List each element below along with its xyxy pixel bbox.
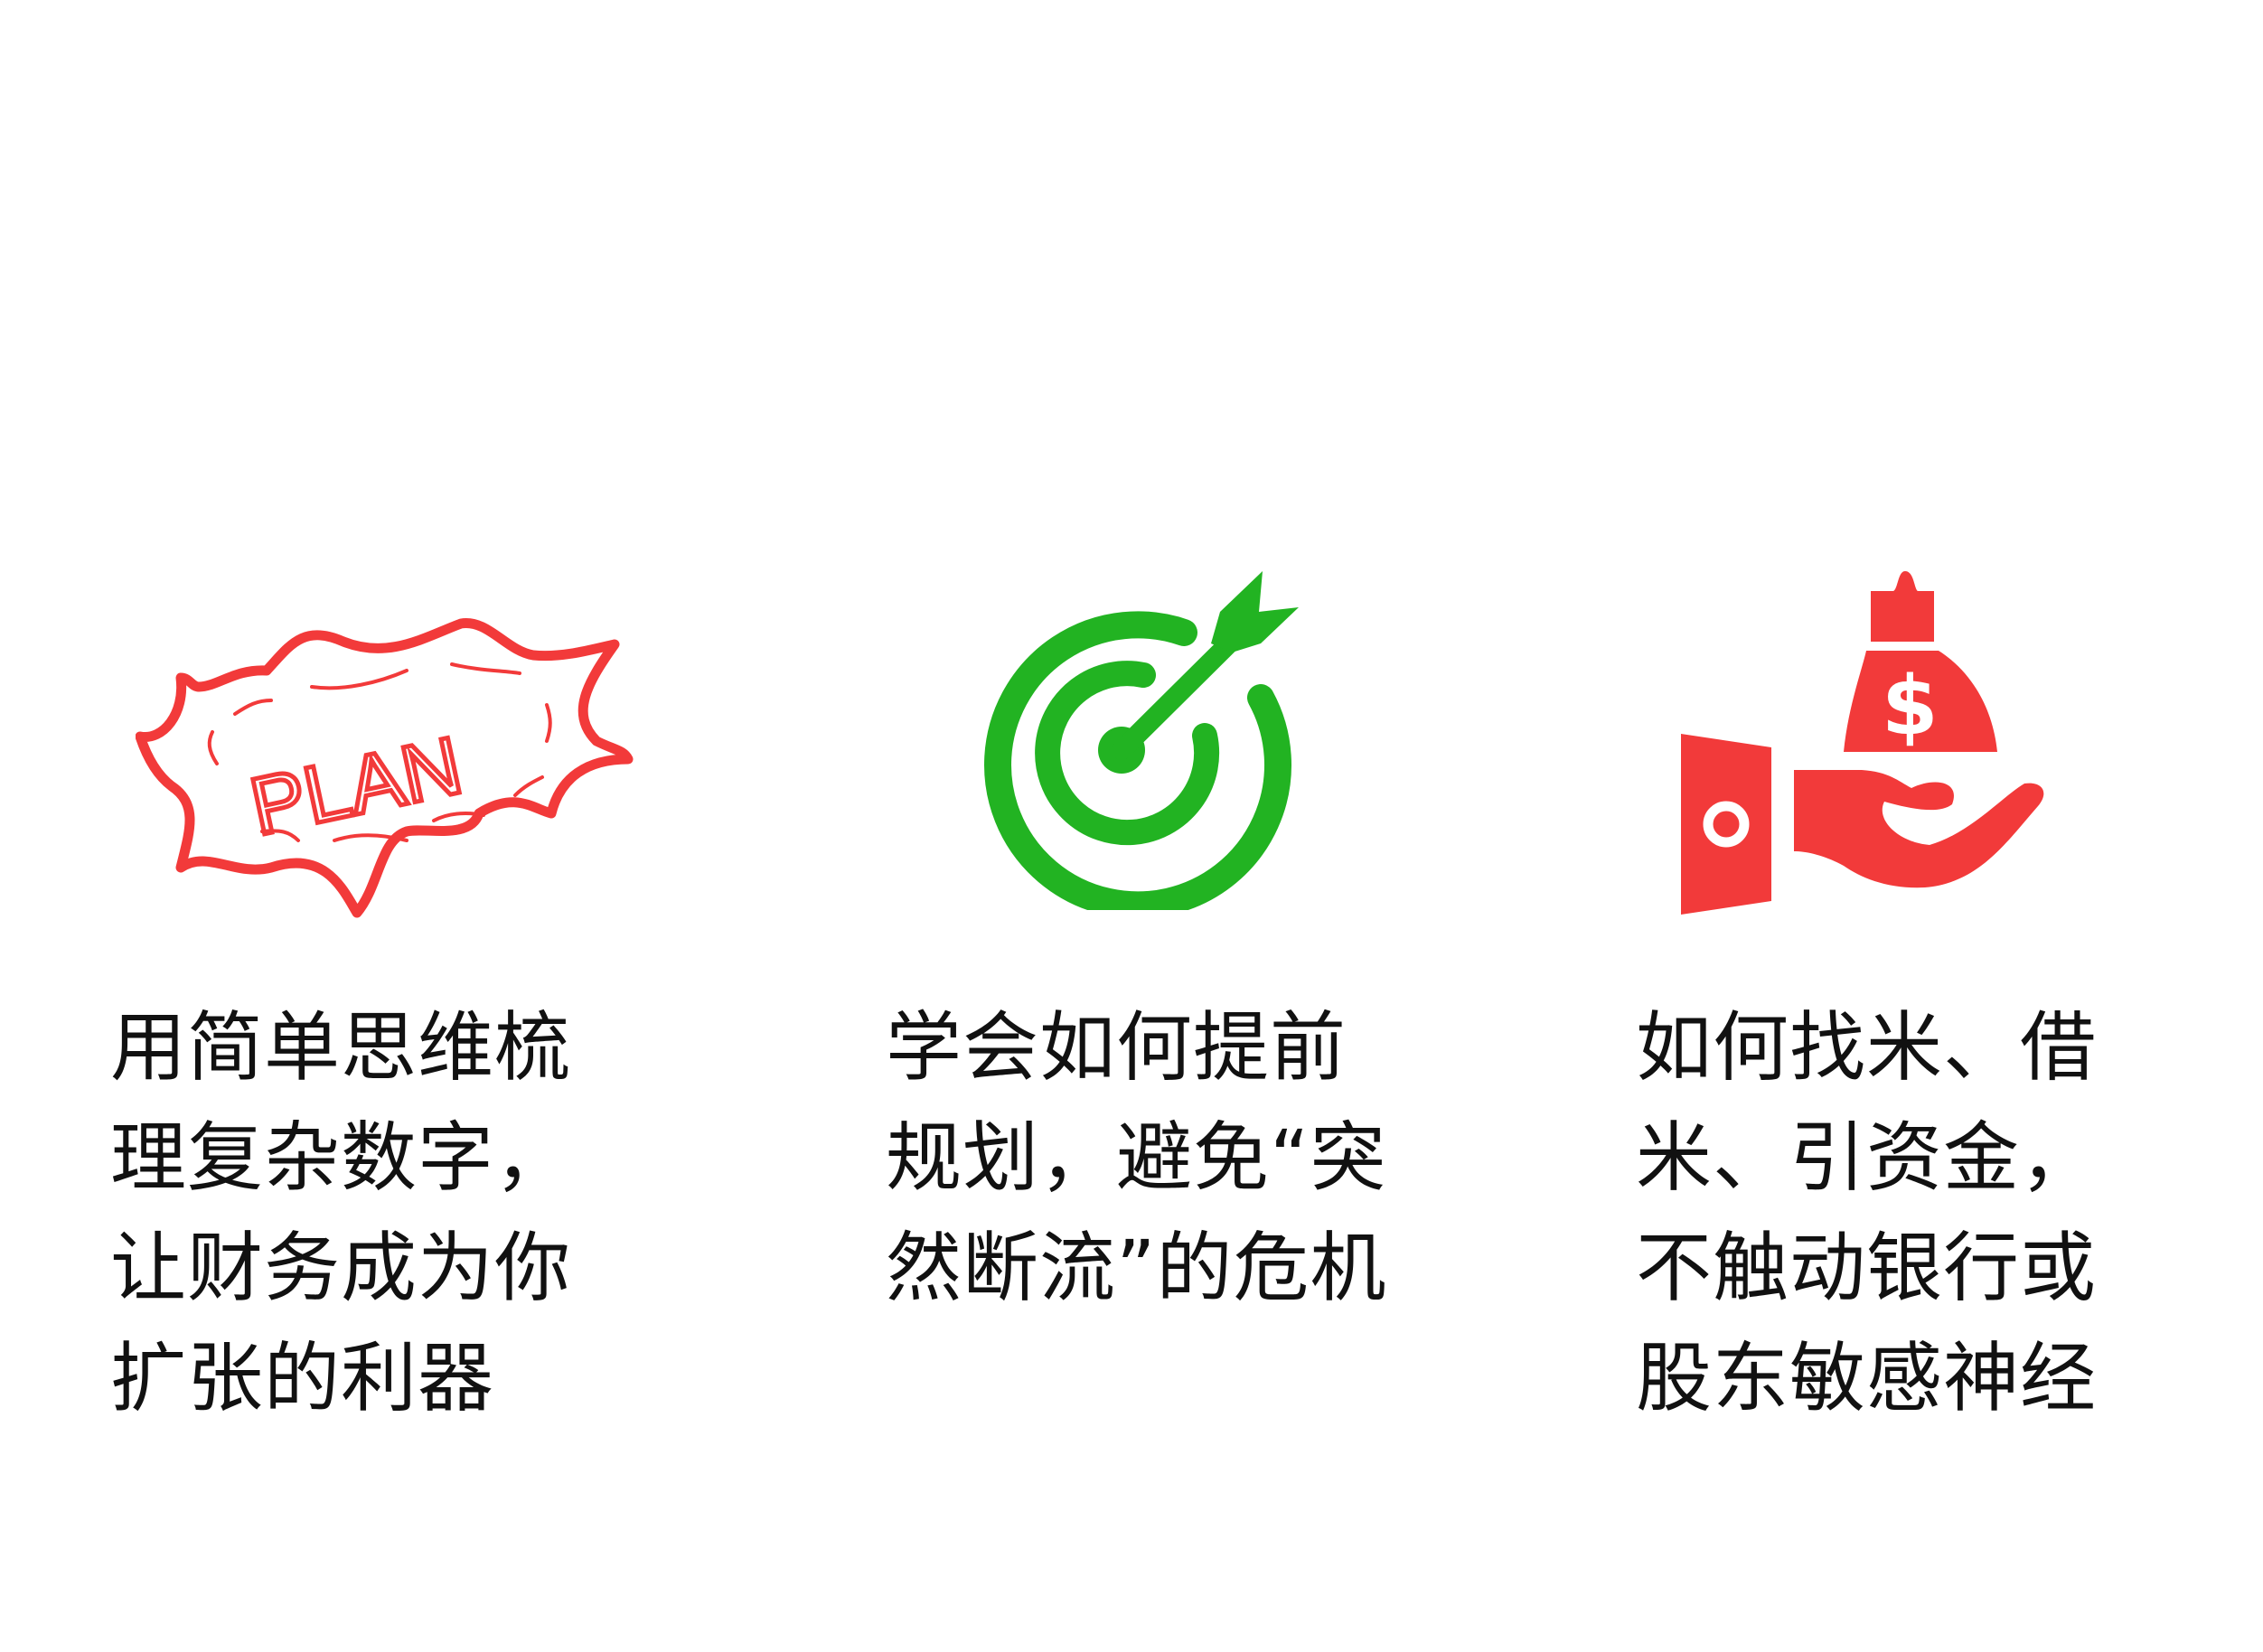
text-line: 如何找米、借 <box>1636 1003 2098 1092</box>
dollar-sign-glyph: $ <box>1882 659 1939 754</box>
item-2-text: 学会如何提前 规划，避免“突 然断流”的危机 <box>886 992 1387 1323</box>
text-line: 让财务成为你 <box>110 1224 572 1312</box>
item-3-text: 如何找米、借 米、引资金， 不触动银行或 股东敏感神经 <box>1636 992 2097 1433</box>
item-1-text: 用简单思维梳 理复杂数字， 让财务成为你 扩张的利器 <box>110 992 571 1433</box>
text-line: 理复杂数字， <box>110 1113 572 1202</box>
text-line: 不触动银行或 <box>1636 1224 2098 1312</box>
text-line: 扩张的利器 <box>110 1334 495 1422</box>
text-line: 学会如何提前 <box>886 1003 1347 1092</box>
text-line: 然断流”的危机 <box>886 1224 1387 1312</box>
text-line: 用简单思维梳 <box>110 1003 572 1092</box>
text-line: 股东敏感神经 <box>1636 1334 2098 1422</box>
text-line: 规划，避免“突 <box>886 1113 1387 1202</box>
text-line: 米、引资金， <box>1636 1113 2098 1202</box>
target-arrow-icon <box>984 571 1299 910</box>
hand-money-bag-icon: $ <box>1681 571 2044 915</box>
plan-burst-icon: PLAN <box>136 618 634 918</box>
